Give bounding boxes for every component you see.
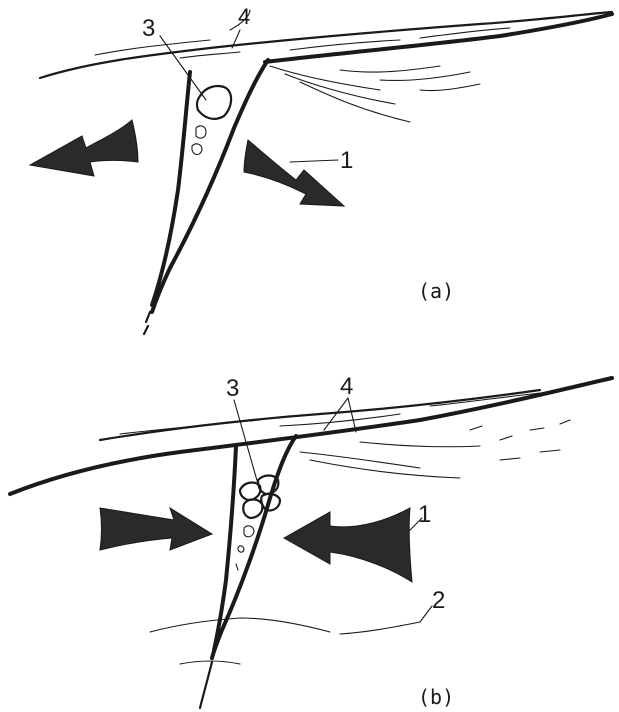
panel-b: 3 4 1 2 (b): [10, 373, 612, 709]
panel-b-leader-4b: [348, 398, 356, 432]
panel-b-soil-texture: [300, 420, 570, 478]
panel-a-arrow-right: [244, 140, 344, 206]
panel-a-crack-right-wall: [152, 60, 268, 312]
panel-a-label-4: 4: [238, 4, 250, 29]
panel-b-leader-2: [340, 606, 432, 634]
panel-a-crack-tip: [144, 312, 150, 334]
panel-a-label-3: 3: [142, 15, 155, 42]
panel-b-arrow-left: [284, 508, 412, 582]
panel-a-leader-3: [160, 36, 206, 100]
panel-a-arrow-left: [30, 120, 138, 176]
panel-a-crust-texture: [95, 10, 510, 58]
panel-a-leader-1: [290, 160, 338, 162]
panel-a-infill-clast-2: [196, 126, 206, 138]
panel-b-label-4: 4: [340, 373, 353, 400]
panel-b-label-3: 3: [226, 375, 239, 402]
panel-b-arrow-right: [100, 508, 212, 550]
panel-b-crack-tail: [200, 662, 212, 708]
panel-a: 3 1 4 (a): [30, 4, 612, 334]
panel-b-label-2: 2: [432, 587, 445, 614]
panel-b-caption: (b): [418, 685, 454, 709]
panel-a-surface-upper: [40, 12, 612, 78]
panel-b-ground-line-2: [150, 618, 330, 664]
panel-a-caption: (a): [418, 279, 454, 303]
panel-a-infill-clast-3: [192, 144, 202, 155]
panel-b-label-1: 1: [418, 501, 431, 528]
panel-a-label-1: 1: [340, 147, 353, 174]
panel-a-infill-clast-1: [197, 86, 231, 119]
panel-a-soil-texture: [270, 66, 480, 122]
